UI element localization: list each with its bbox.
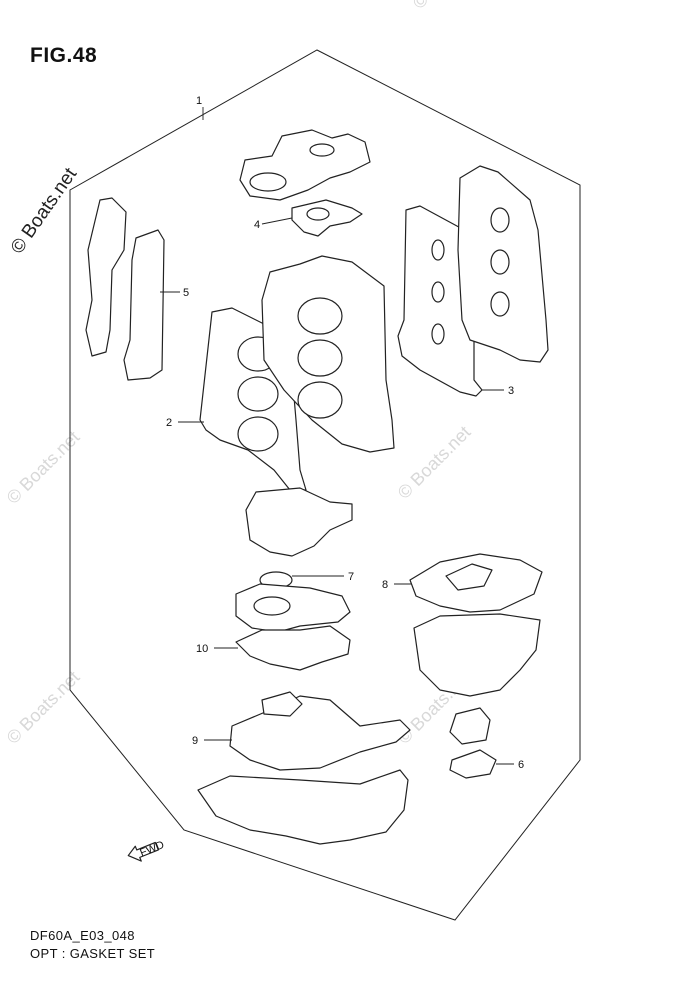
fwd-arrow-icon: FWD [127,839,166,862]
callout-4-leader [261,217,293,225]
upper-cover-port [309,143,335,157]
gasket-10 [235,625,351,671]
lower-casting [197,769,409,845]
callout-2: 2 [166,417,172,429]
callout-1: 1 [196,95,202,107]
head-cover-bump-3 [490,291,510,317]
watermark-faint-2: © Boats.net [3,427,84,508]
callout-4: 4 [254,219,260,231]
upper-cover-opening [249,172,287,192]
small-bracket [449,707,491,745]
oil-pump-opening [253,596,291,616]
small-gasket-6 [449,749,497,779]
callout-7: 7 [348,571,354,583]
kit-boundary [69,49,581,921]
side-gasket-left [85,197,127,357]
oil-pan [413,613,541,697]
block-bore-1 [297,297,343,335]
head-cover-gasket-hole-3 [431,323,445,345]
head-cover-gasket-hole-2 [431,281,445,303]
watermark-faint-4: © Boats.net [3,667,84,748]
callout-5: 5 [183,287,189,299]
fwd-label: FWD [138,839,166,860]
head-gasket-bore-2 [237,376,279,412]
figure-title: FIG.48 [30,44,98,67]
watermark-faint-3: © Boats.net [394,422,475,503]
side-gasket-right [123,229,165,381]
block-bore-3 [297,381,343,419]
small-gasket-4-hole [306,207,330,221]
head-cover-bump-1 [490,207,510,233]
model-code: DF60A_E03_048 [30,928,135,943]
gasket-9 [229,695,411,771]
callout-8: 8 [382,579,388,591]
callout-3: 3 [508,385,514,397]
head-cover-gasket-hole-1 [431,239,445,261]
figure-caption: OPT : GASKET SET [30,946,156,961]
callout-9: 9 [192,735,198,747]
gasket-9-tab [261,691,303,717]
callout-6: 6 [518,759,524,771]
block-bore-2 [297,339,343,377]
head-cover-bump-2 [490,249,510,275]
gasket-8-window [445,563,493,591]
oil-pump-case [235,583,351,633]
callout-10: 10 [196,643,208,655]
intake-plate [245,487,353,557]
watermark-faint-1: © Boats.net [409,0,490,13]
head-gasket-bore-3 [237,416,279,452]
